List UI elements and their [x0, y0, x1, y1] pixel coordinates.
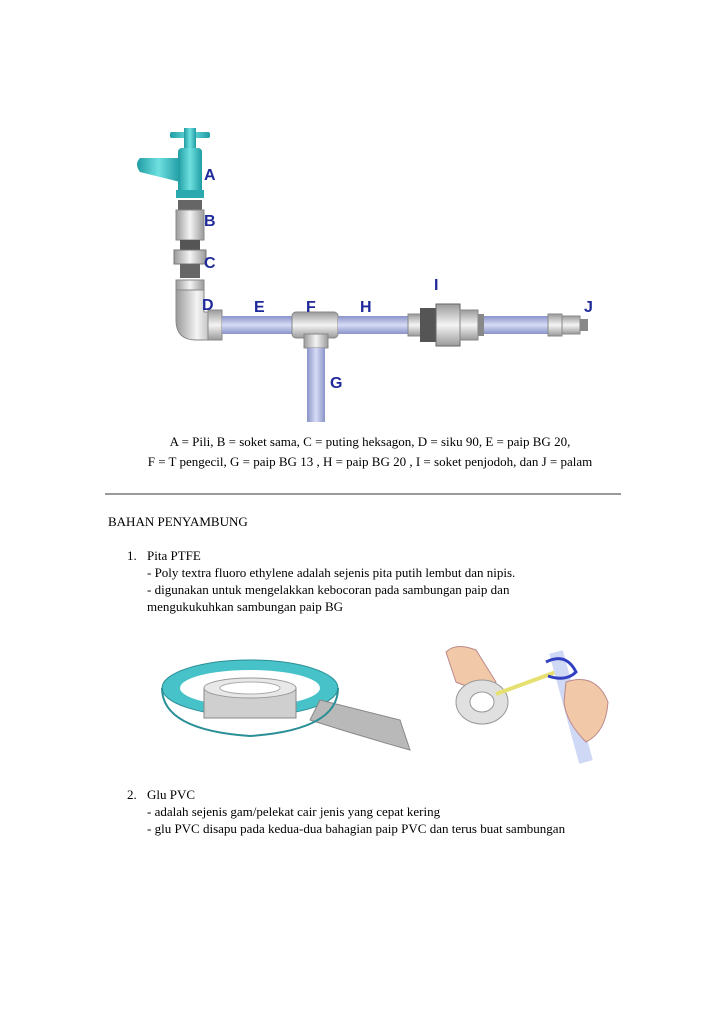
pipe-diagram: A B C D E F G H I J — [137, 128, 593, 422]
hex-nipple-puting-heksagon — [173, 240, 207, 278]
union-soket-penjodoh — [407, 303, 484, 347]
item-title: Pita PTFE — [147, 548, 201, 563]
item-line: - digunakan untuk mengelakkan kebocoran … — [147, 582, 510, 597]
pipe-h — [338, 316, 410, 334]
label-e: E — [254, 299, 265, 316]
label-g: G — [330, 375, 342, 392]
pipe-after-union — [484, 316, 550, 334]
divider — [105, 493, 621, 495]
label-f: F — [306, 299, 316, 316]
item-number: 2. — [127, 787, 137, 802]
item-title: Glu PVC — [147, 787, 196, 802]
pipe-g — [307, 348, 325, 422]
list-item-glu-pvc: 2. Glu PVC - adalah sejenis gam/pelekat … — [127, 786, 627, 841]
wrapping-tape-hands-image — [445, 646, 609, 764]
tee-pengecil — [291, 311, 339, 349]
plug-palam — [547, 313, 588, 337]
label-b: B — [204, 213, 216, 230]
label-d: D — [202, 297, 214, 314]
label-i: I — [434, 277, 438, 294]
label-c: C — [204, 255, 216, 272]
item-line: - adalah sejenis gam/pelekat cair jenis … — [147, 804, 441, 819]
label-a: A — [204, 167, 216, 184]
item-line: - Poly textra fluoro ethylene adalah sej… — [147, 565, 516, 580]
item-line: - glu PVC disapu pada kedua-dua bahagian… — [147, 821, 566, 836]
list-item-pita-ptfe: 1. Pita PTFE - Poly textra fluoro ethyle… — [127, 547, 607, 617]
item-number: 1. — [127, 548, 137, 563]
caption-line-1: A = Pili, B = soket sama, C = puting hek… — [169, 434, 571, 449]
item-line: mengukukuhkan sambungan paip BG — [147, 599, 344, 614]
tap-pili — [137, 128, 210, 198]
label-j: J — [584, 299, 593, 316]
socket-soket-sama — [175, 200, 205, 241]
caption-line-2: F = T pengecil, G = paip BG 13 , H = pai… — [147, 454, 593, 469]
diagram-caption: A = Pili, B = soket sama, C = puting hek… — [100, 432, 640, 472]
ptfe-tape-roll-image — [161, 659, 411, 751]
elbow-siku-90 — [175, 279, 223, 341]
label-h: H — [360, 299, 372, 316]
section-title: BAHAN PENYAMBUNG — [108, 514, 248, 529]
pipe-e — [222, 316, 294, 334]
